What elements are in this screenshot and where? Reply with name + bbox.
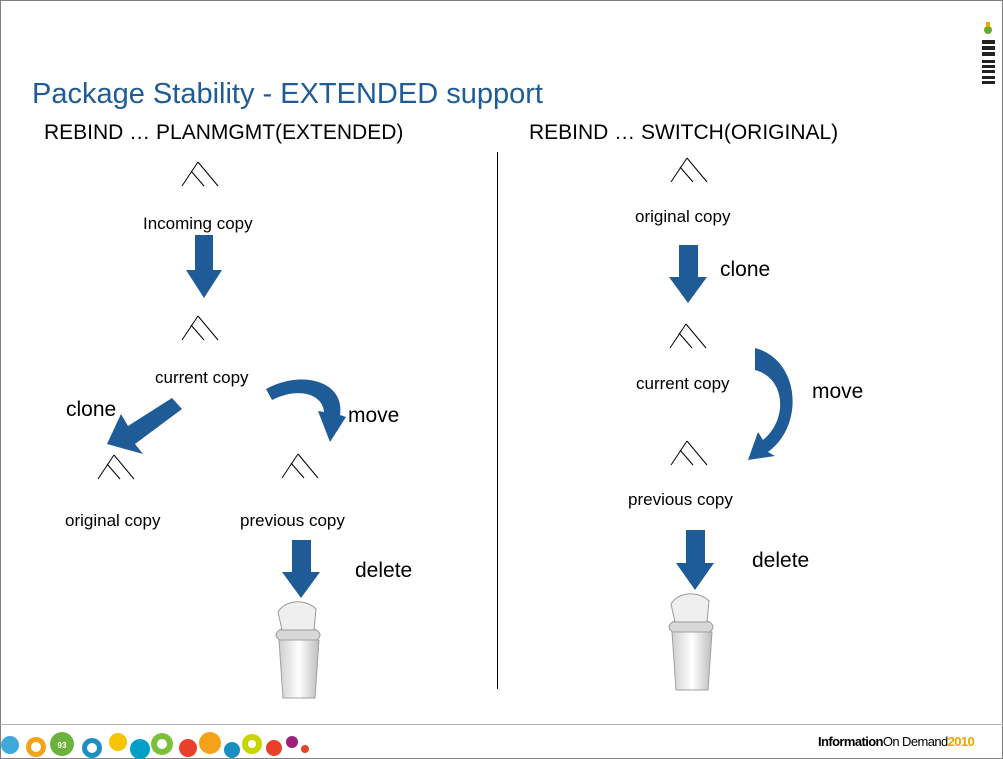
brand-part1: Information bbox=[818, 734, 884, 749]
clone-arrow-right bbox=[669, 245, 707, 303]
brand-part2: On Demand bbox=[882, 734, 948, 749]
column-divider bbox=[497, 152, 498, 689]
footer-divider bbox=[0, 724, 1003, 725]
page-number: 93 bbox=[57, 741, 67, 750]
tree-icon-current bbox=[181, 315, 219, 341]
original-copy-label-right: original copy bbox=[635, 207, 731, 226]
delete-arrow-right bbox=[676, 530, 714, 590]
delete-arrow-left bbox=[282, 540, 320, 598]
tree-icon-right-previous bbox=[670, 440, 708, 466]
left-header: REBIND … PLANMGMT(EXTENDED) bbox=[44, 121, 404, 144]
tree-icon-original bbox=[97, 454, 135, 480]
brand-wordmark: InformationOn Demand2010 bbox=[818, 734, 975, 749]
previous-copy-label-right: previous copy bbox=[628, 490, 733, 509]
current-copy-label-right: current copy bbox=[636, 374, 730, 393]
tree-icon-right-original bbox=[670, 157, 708, 183]
clone-label-right: clone bbox=[720, 258, 771, 281]
move-label-right: move bbox=[812, 380, 864, 403]
previous-copy-label-left: previous copy bbox=[240, 511, 345, 530]
delete-label-left: delete bbox=[355, 559, 413, 582]
right-header: REBIND … SWITCH(ORIGINAL) bbox=[529, 121, 839, 144]
clone-arrow-left bbox=[107, 398, 182, 454]
move-label-left: move bbox=[348, 404, 400, 427]
current-copy-label: current copy bbox=[155, 368, 249, 387]
brand-year: 2010 bbox=[947, 734, 975, 749]
trash-bin-right bbox=[668, 593, 714, 691]
tree-icon-previous bbox=[281, 453, 319, 479]
page-title: Package Stability - EXTENDED support bbox=[32, 78, 543, 110]
footer-dots bbox=[1, 732, 309, 759]
down-arrow-left-1 bbox=[186, 235, 222, 298]
move-arrow-left bbox=[266, 379, 346, 442]
trash-bin-left bbox=[275, 601, 321, 699]
tree-icon-incoming bbox=[181, 161, 219, 187]
ibm-logo bbox=[982, 22, 995, 84]
original-copy-label-left: original copy bbox=[65, 511, 161, 530]
tree-icon-right-current bbox=[669, 323, 707, 349]
move-arrow-right bbox=[748, 348, 793, 460]
incoming-copy-label: Incoming copy bbox=[143, 214, 253, 233]
delete-label-right: delete bbox=[752, 549, 810, 572]
clone-label-left: clone bbox=[66, 398, 117, 421]
